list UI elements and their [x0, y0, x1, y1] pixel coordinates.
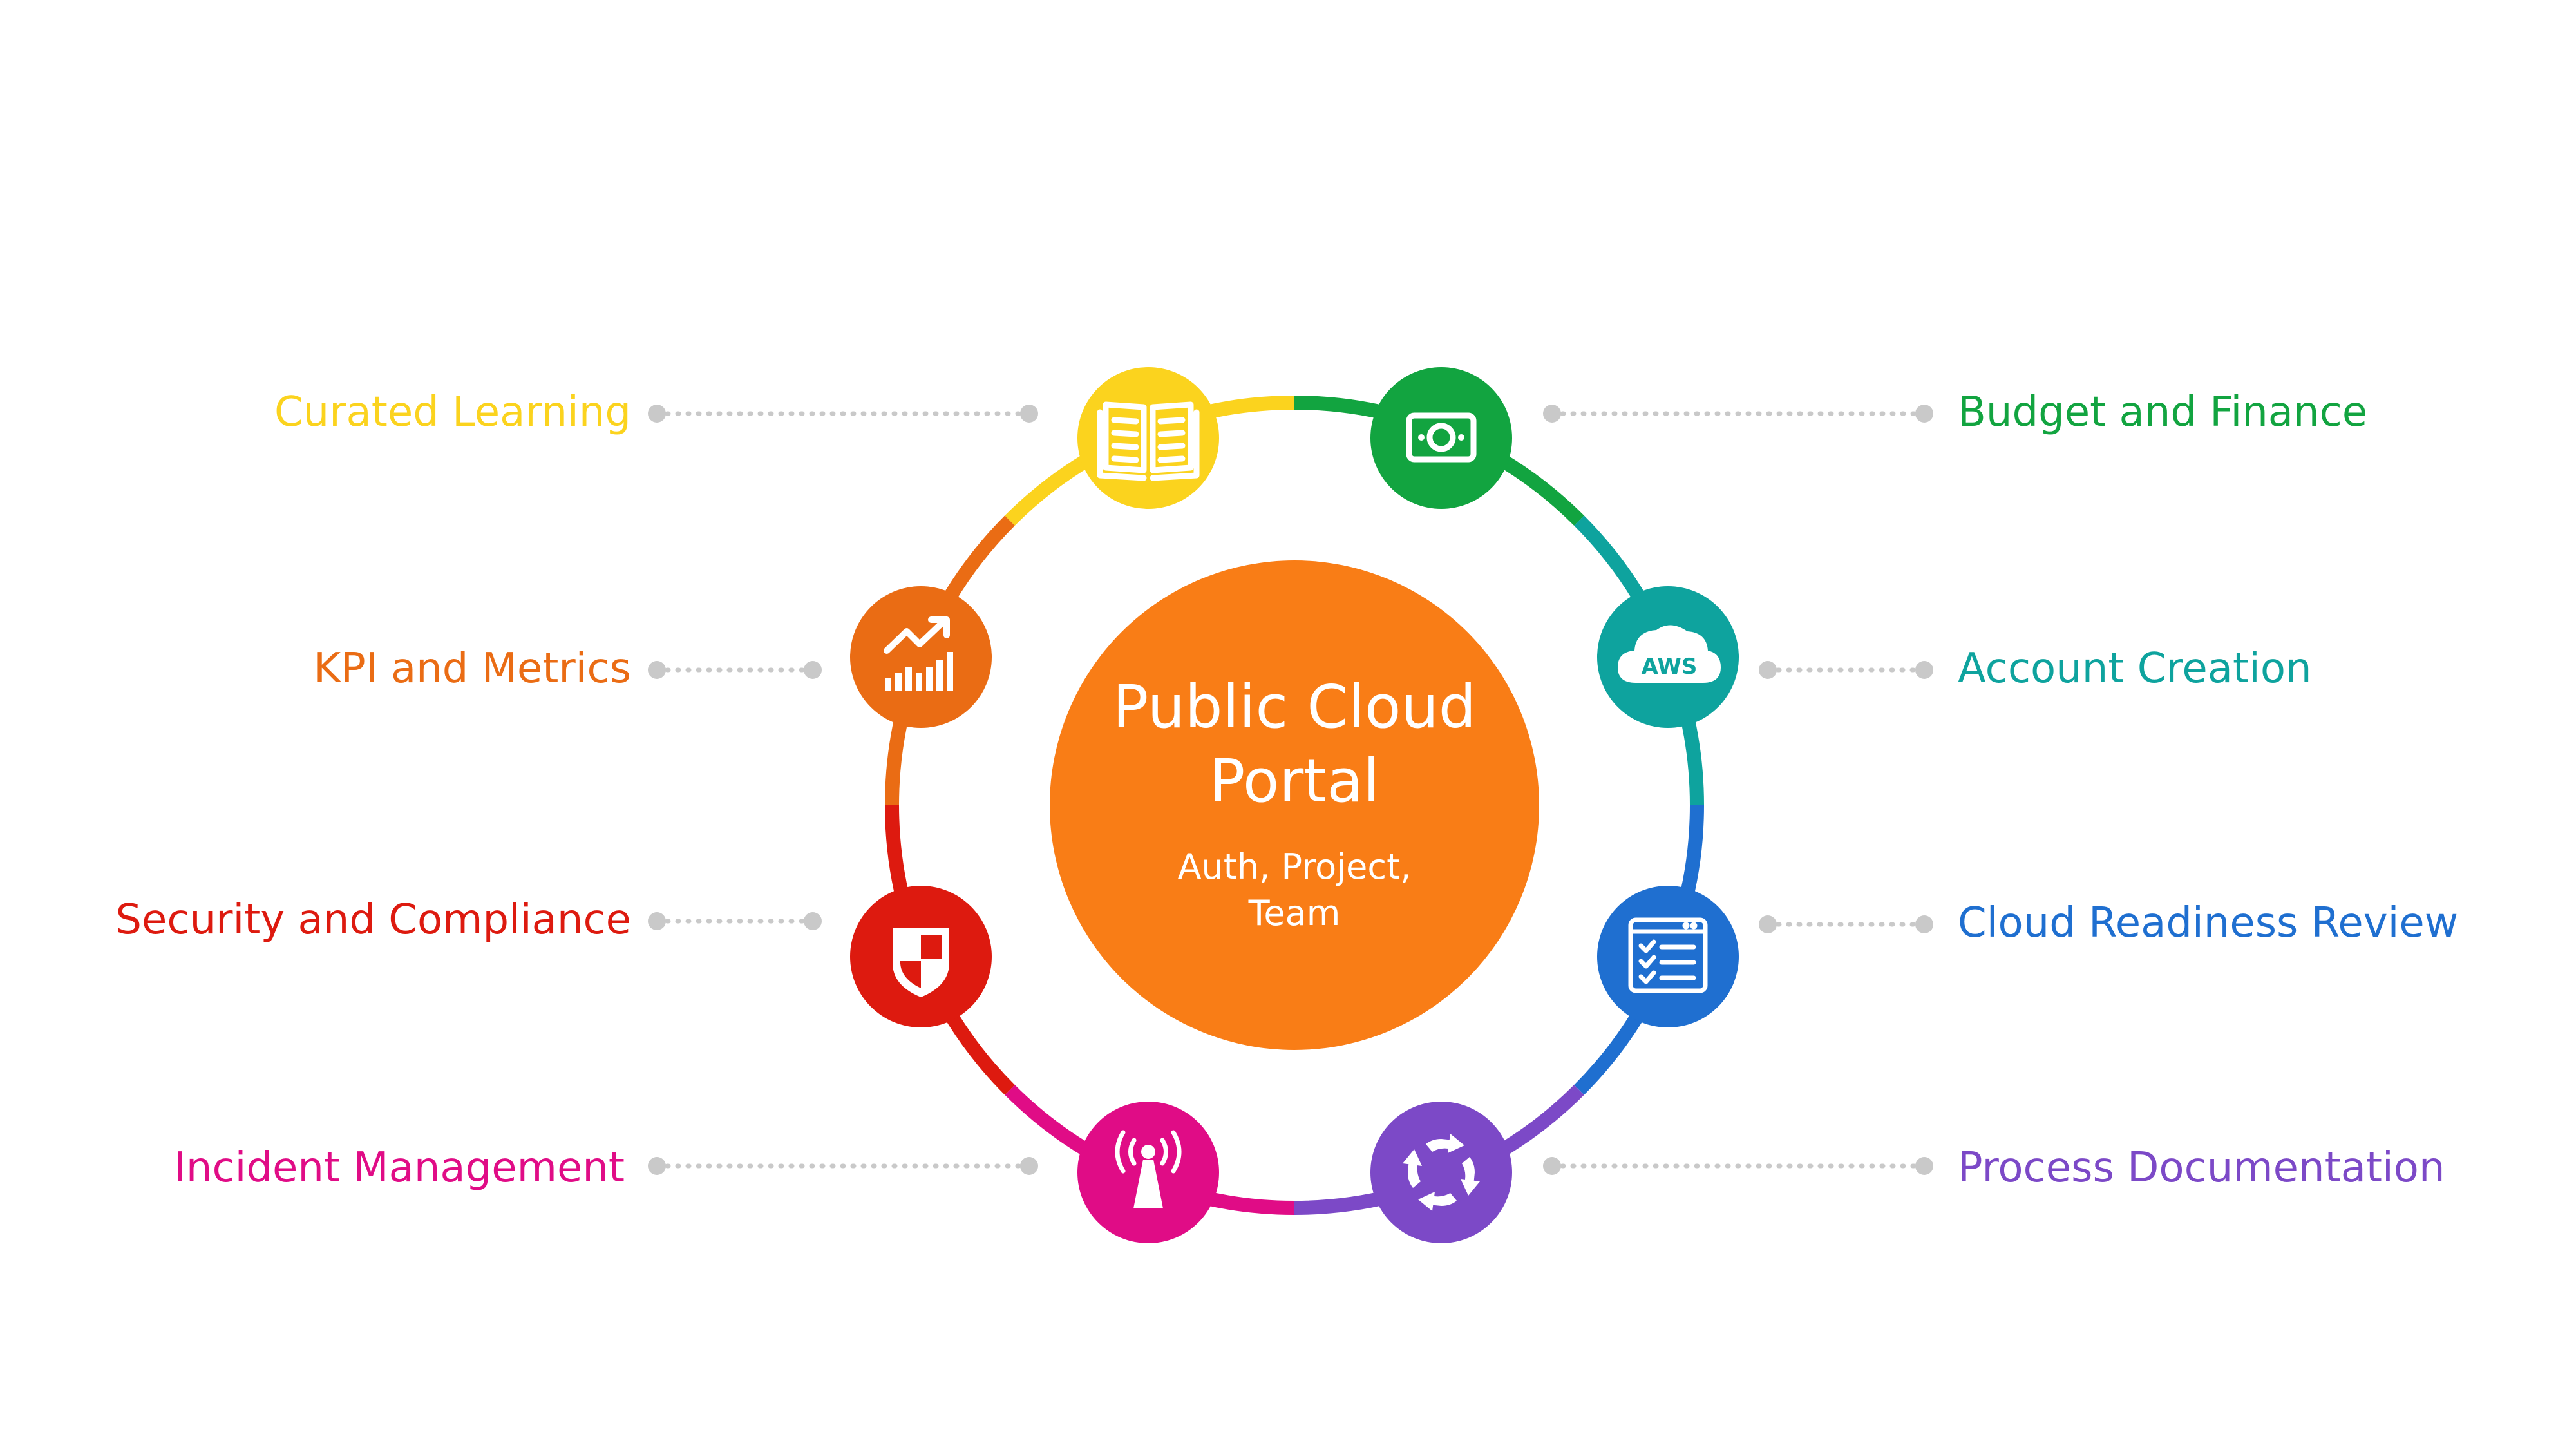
- center-subtitle-line1: Auth, Project,: [1177, 846, 1412, 887]
- connector-dot: [648, 405, 666, 423]
- label-kpi-and-metrics[interactable]: KPI and Metrics: [314, 645, 631, 693]
- chart-icon: [884, 616, 953, 691]
- connector-dot: [1759, 915, 1777, 933]
- node-circle: [1597, 886, 1739, 1027]
- connector-dot: [1543, 1157, 1561, 1175]
- label-process-documentation[interactable]: Process Documentation: [1958, 1144, 2445, 1192]
- label-cloud-readiness-review[interactable]: Cloud Readiness Review: [1958, 899, 2459, 947]
- center-subtitle-line2: Team: [1248, 893, 1341, 933]
- center-title-line2: Portal: [1209, 747, 1380, 816]
- label-budget-and-finance[interactable]: Budget and Finance: [1958, 388, 2368, 436]
- connector-dot: [1915, 1157, 1933, 1175]
- nodes: AWS: [850, 367, 1739, 1243]
- node-circle: [1370, 367, 1512, 509]
- node-incident-management[interactable]: [1077, 1102, 1219, 1243]
- node-curated-learning[interactable]: [1077, 367, 1219, 509]
- connector-dot: [648, 912, 666, 930]
- node-process-documentation[interactable]: [1370, 1102, 1512, 1243]
- node-circle: [1370, 1102, 1512, 1243]
- shield-icon: [893, 928, 949, 997]
- aws-text: AWS: [1642, 654, 1698, 680]
- connector-dot: [804, 912, 822, 930]
- cloud-icon: AWS: [1618, 625, 1721, 683]
- node-kpi-and-metrics[interactable]: [850, 586, 992, 728]
- connector-dot: [648, 1157, 666, 1175]
- connector-dot: [1915, 405, 1933, 423]
- label-curated-learning[interactable]: Curated Learning: [274, 388, 631, 436]
- connector-dot: [1020, 405, 1038, 423]
- node-account-creation[interactable]: AWS: [1597, 586, 1739, 728]
- node-security-and-compliance[interactable]: [850, 886, 992, 1027]
- checklist-icon: [1628, 917, 1708, 993]
- connector-dot: [1915, 915, 1933, 933]
- node-cloud-readiness-review[interactable]: [1597, 886, 1739, 1027]
- node-circle: [850, 586, 992, 728]
- connector-dot: [1020, 1157, 1038, 1175]
- connector-dot: [648, 661, 666, 679]
- connector-dot: [804, 661, 822, 679]
- book-icon: [1097, 401, 1200, 481]
- center-title-line1: Public Cloud: [1112, 673, 1477, 741]
- connectors: [648, 405, 1933, 1175]
- center-subtitle: Auth, Project, Team: [1082, 844, 1507, 937]
- money-icon: [1406, 412, 1477, 463]
- label-security-and-compliance[interactable]: Security and Compliance: [115, 896, 631, 944]
- connector-dot: [1543, 405, 1561, 423]
- antenna-icon: [1115, 1130, 1182, 1208]
- connector-dot: [1915, 661, 1933, 679]
- center-title: Public Cloud Portal: [1050, 670, 1539, 818]
- cycle-icon: [1403, 1134, 1480, 1211]
- node-budget-and-finance[interactable]: [1370, 367, 1512, 509]
- label-incident-management[interactable]: Incident Management: [174, 1144, 625, 1192]
- label-account-creation[interactable]: Account Creation: [1958, 645, 2312, 693]
- connector-dot: [1759, 661, 1777, 679]
- center-circle: [1050, 560, 1539, 1050]
